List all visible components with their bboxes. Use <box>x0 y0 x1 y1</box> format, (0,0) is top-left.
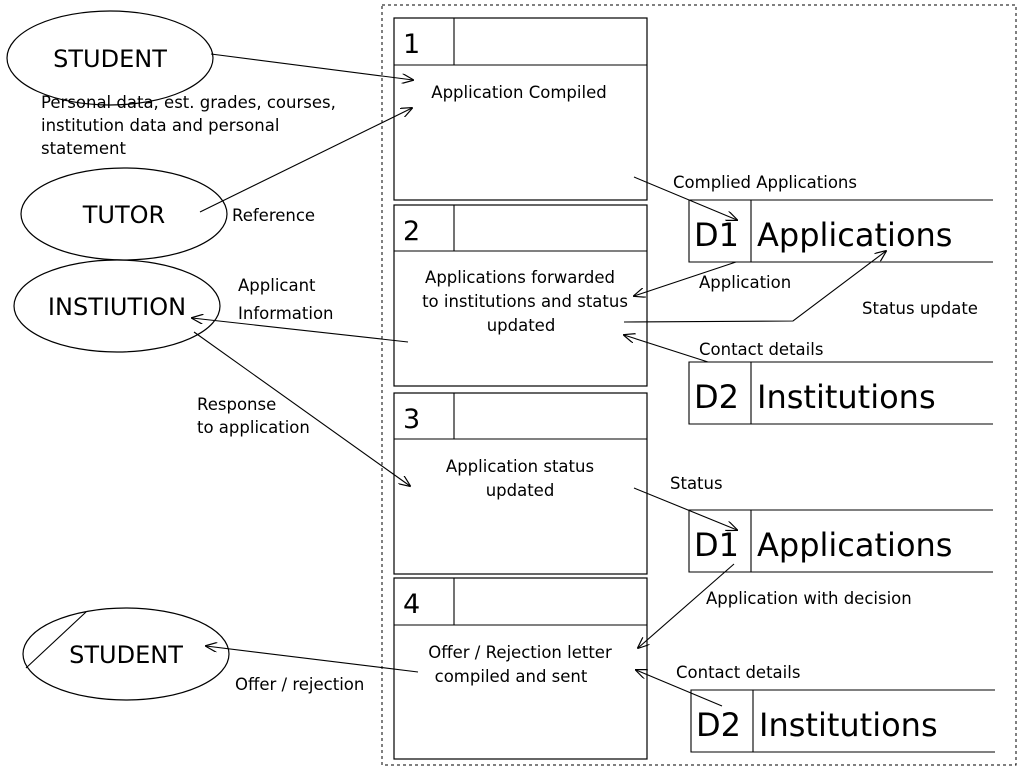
entity-student-bottom[interactable]: STUDENT <box>22 607 230 701</box>
datastore-d1-id: D1 <box>694 216 739 254</box>
entity-institution[interactable]: INSTIUTION <box>13 259 221 353</box>
flow-label-applicant-info-2: Information <box>238 304 334 323</box>
process-3-label-line1: Application status <box>446 457 594 476</box>
datastore-d2-name: Institutions <box>757 378 936 416</box>
flow-process-3-to-d1 <box>633 487 737 530</box>
flow-label-application: Application <box>699 273 791 292</box>
datastore-d2-institutions-2[interactable]: D2 Institutions <box>690 689 995 753</box>
flow-label-status-update: Status update <box>862 299 978 318</box>
flow-label-student-data-1: Personal data, est. grades, courses, <box>41 93 336 112</box>
process-2-number: 2 <box>403 216 420 247</box>
flow-d1-to-process-4 <box>638 563 735 648</box>
entity-student-top[interactable]: STUDENT <box>6 10 214 106</box>
process-1-number: 1 <box>403 29 420 60</box>
datastore-d1-name: Applications <box>757 216 952 254</box>
flow-d2-to-process-4 <box>636 670 723 707</box>
datastore-d1-name-2: Applications <box>757 526 952 564</box>
flow-process-1-to-d1 <box>633 176 737 220</box>
flow-process-2-to-d1-status <box>623 251 886 323</box>
flow-label-contact-details-1: Contact details <box>699 340 823 359</box>
flow-label-application-with-decision: Application with decision <box>706 589 912 608</box>
process-4[interactable]: 4 Offer / Rejection letter compiled and … <box>393 577 648 760</box>
process-2[interactable]: 2 Applications forwarded to institutions… <box>393 204 648 387</box>
flow-label-student-data-3: statement <box>41 139 126 158</box>
datastore-d2-institutions[interactable]: D2 Institutions <box>688 361 993 425</box>
process-1[interactable]: 1 Application Compiled <box>393 17 648 201</box>
datastore-d1-id-2: D1 <box>694 526 739 564</box>
flow-label-student-data-2: institution data and personal <box>41 116 279 135</box>
entity-tutor[interactable]: TUTOR <box>20 167 228 261</box>
datastore-d1-applications[interactable]: D1 Applications <box>688 199 993 263</box>
entity-student-bottom-label: STUDENT <box>69 641 183 669</box>
process-4-number: 4 <box>403 589 420 620</box>
process-3-number: 3 <box>403 404 420 435</box>
process-1-label: Application Compiled <box>431 83 606 102</box>
flow-label-applicant-info-1: Applicant <box>238 276 316 295</box>
entity-tutor-label: TUTOR <box>82 201 165 229</box>
process-2-label-line2: to institutions and status <box>422 292 628 311</box>
flow-student-to-process-1 <box>210 53 413 80</box>
process-2-label-line1: Applications forwarded <box>425 268 615 287</box>
flow-label-offer-rejection: Offer / rejection <box>235 675 364 694</box>
flow-label-response-1: Response <box>197 395 276 414</box>
datastore-d2-name-2: Institutions <box>759 706 938 744</box>
flow-institution-to-process-3 <box>193 331 410 486</box>
flow-process-2-to-institution <box>192 318 409 343</box>
process-2-label-line3: updated <box>487 316 556 335</box>
flow-d2-to-process-2 <box>624 335 709 363</box>
duplicate-entity-mark <box>25 611 87 669</box>
flow-process-4-to-student <box>206 646 419 673</box>
flow-d1-to-process-2 <box>634 261 737 296</box>
process-3-label-line2: updated <box>486 481 555 500</box>
flow-label-status: Status <box>670 474 723 493</box>
flow-label-contact-details-2: Contact details <box>676 663 800 682</box>
flow-label-response-2: to application <box>197 418 310 437</box>
datastore-d1-applications-2[interactable]: D1 Applications <box>688 509 993 573</box>
process-3[interactable]: 3 Application status updated <box>393 392 648 575</box>
flow-label-complied-applications: Complied Applications <box>673 173 857 192</box>
process-4-label-line2: compiled and sent <box>435 667 588 686</box>
datastore-d2-id-2: D2 <box>696 706 741 744</box>
flow-label-reference: Reference <box>232 206 315 225</box>
entity-student-top-label: STUDENT <box>53 45 167 73</box>
flow-tutor-to-process-1 <box>199 108 412 213</box>
entity-institution-label: INSTIUTION <box>48 293 186 321</box>
process-4-label-line1: Offer / Rejection letter <box>428 643 612 662</box>
system-boundary <box>381 4 1017 766</box>
datastore-d2-id: D2 <box>694 378 739 416</box>
